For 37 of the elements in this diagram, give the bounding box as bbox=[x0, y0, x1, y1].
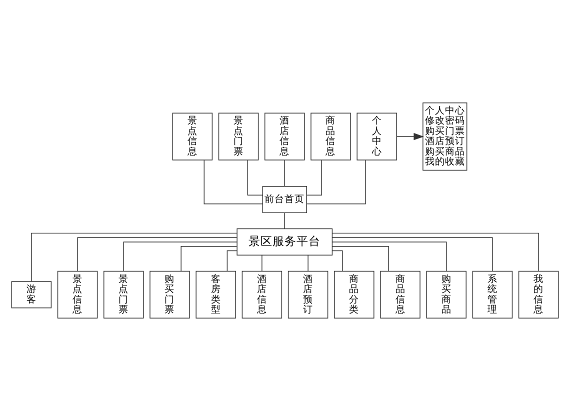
connector bbox=[332, 246, 389, 271]
node-box: 酒店信息 bbox=[264, 112, 305, 160]
node-box: 前台首页 bbox=[262, 185, 307, 213]
connector bbox=[77, 236, 238, 271]
connector bbox=[306, 159, 322, 195]
node-box: 系统管理 bbox=[472, 270, 513, 318]
connector bbox=[332, 236, 493, 271]
node-box: 我的信息 bbox=[518, 270, 559, 318]
node-box: 景点门票 bbox=[104, 270, 144, 318]
connector bbox=[332, 241, 447, 271]
connector bbox=[332, 232, 539, 271]
node-box: 景点信息 bbox=[172, 112, 213, 160]
node-box: 购买门票 bbox=[150, 270, 190, 318]
node-box: 个人中心 bbox=[356, 112, 397, 160]
connector bbox=[247, 159, 263, 195]
node-box: 景点信息 bbox=[57, 270, 98, 318]
node-box: 商品信息 bbox=[310, 112, 351, 160]
node-box: 游客 bbox=[11, 280, 52, 308]
node-box: 酒店预订 bbox=[288, 270, 328, 318]
node-box: 商品分类 bbox=[334, 270, 374, 318]
connector bbox=[180, 246, 238, 271]
connector bbox=[31, 232, 238, 282]
connector bbox=[123, 241, 238, 271]
node-box: 个人中心 修改密码 购买门票 酒店预订 购买商品 我的收藏 bbox=[422, 102, 468, 170]
node-box: 购买商品 bbox=[426, 270, 466, 318]
node-box: 景区服务平台 bbox=[236, 228, 333, 255]
node-box: 景点门票 bbox=[218, 112, 259, 160]
node-box: 酒店信息 bbox=[242, 270, 282, 318]
node-box: 客房类型 bbox=[196, 270, 236, 318]
connector bbox=[204, 159, 263, 204]
connector bbox=[306, 159, 366, 204]
connector bbox=[226, 250, 238, 272]
node-box: 商品信息 bbox=[380, 270, 420, 318]
arrow bbox=[396, 132, 424, 140]
connector bbox=[284, 159, 285, 186]
connector bbox=[332, 250, 343, 272]
connector bbox=[284, 212, 285, 228]
